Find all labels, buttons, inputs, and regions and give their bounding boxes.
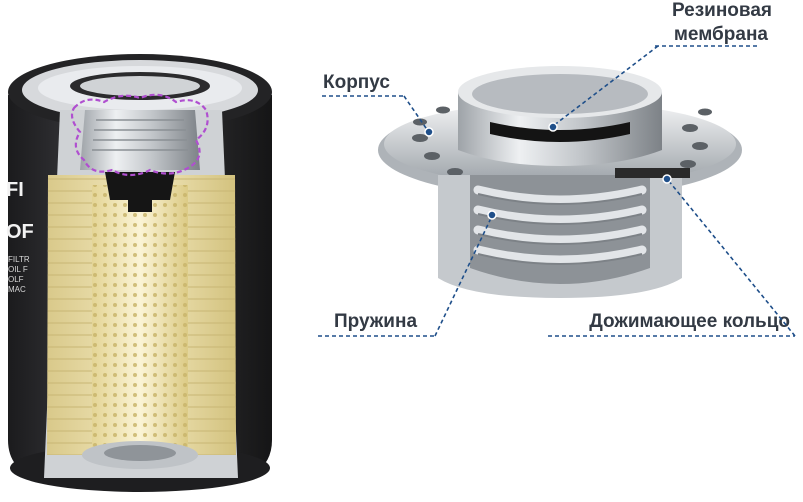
smallprint-2: OIL F <box>8 265 28 274</box>
pointer-clamp-ring <box>662 174 672 184</box>
clamp-ring <box>615 168 690 178</box>
brand-print: FI <box>6 179 24 201</box>
smallprint-1: FILTR <box>8 255 30 264</box>
pointer-membrane <box>548 122 558 132</box>
leader-membrane <box>552 45 659 127</box>
valve-highlight-outline <box>70 93 209 177</box>
label-membrane-line1: Резиновая <box>672 0 772 21</box>
leader-housing <box>403 95 429 132</box>
label-clamp-ring: Дожимающее кольцо <box>589 311 790 332</box>
leader-clamp-ring <box>667 179 796 337</box>
flange-holes <box>412 106 712 182</box>
label-housing: Корпус <box>323 72 390 93</box>
rubber-membrane <box>490 122 630 142</box>
spring <box>473 185 647 265</box>
oil-filter-cutaway: FI OF FILTR OIL F OLF MAC <box>6 54 272 492</box>
leader-spring <box>434 215 493 337</box>
smallprint-3: OLF <box>8 275 24 284</box>
pointer-spring <box>487 210 497 220</box>
smallprint-4: MAC <box>8 285 26 294</box>
pointer-housing <box>424 127 434 137</box>
label-spring: Пружина <box>334 311 417 332</box>
anti-drain-valve-cutaway <box>378 66 742 298</box>
model-print: OF <box>6 221 34 243</box>
label-membrane-line2: мембрана <box>674 24 769 45</box>
bypass-valve <box>105 172 175 212</box>
